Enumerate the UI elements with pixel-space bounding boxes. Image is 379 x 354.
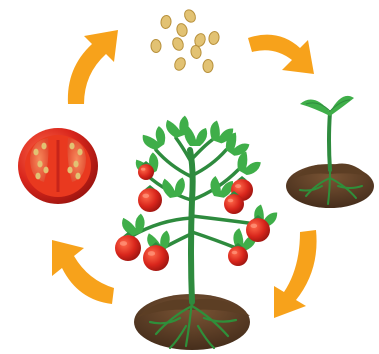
arrow-fruit-to-seeds — [68, 30, 118, 104]
arrow-seeds-to-seedling — [248, 35, 314, 74]
tomato-seed — [67, 167, 72, 174]
seed-icon — [151, 39, 161, 52]
seed-icon — [190, 45, 202, 60]
seed-icon — [160, 15, 172, 29]
seed-icon — [208, 31, 220, 46]
tomato-seed — [37, 161, 42, 168]
tomato-seed — [35, 173, 40, 180]
leaf — [184, 126, 207, 146]
tomato-seed — [77, 149, 82, 156]
tomato-cross-section-icon — [18, 128, 98, 204]
tomato-seed — [33, 149, 38, 156]
arrow-plant-to-fruit — [52, 240, 114, 304]
leaf — [120, 211, 148, 238]
seed-icon — [203, 59, 214, 73]
seed-icon — [175, 22, 188, 37]
seedling-icon — [286, 96, 374, 208]
tomato-seed — [75, 173, 80, 180]
seed-icon — [171, 36, 186, 52]
seed-icon — [173, 56, 188, 72]
arrow-seedling-to-plant — [274, 230, 317, 318]
tomato-seed — [43, 167, 48, 174]
seeds-icon — [151, 8, 220, 73]
tomato-seed — [41, 143, 46, 150]
tomato-plant-icon — [115, 113, 279, 350]
tomato-seed — [73, 161, 78, 168]
tomato-fruit — [115, 232, 141, 261]
seed-icon — [182, 8, 197, 24]
leaf — [140, 124, 170, 153]
tomato-seed — [69, 143, 74, 150]
tomato-fruit — [138, 185, 162, 212]
